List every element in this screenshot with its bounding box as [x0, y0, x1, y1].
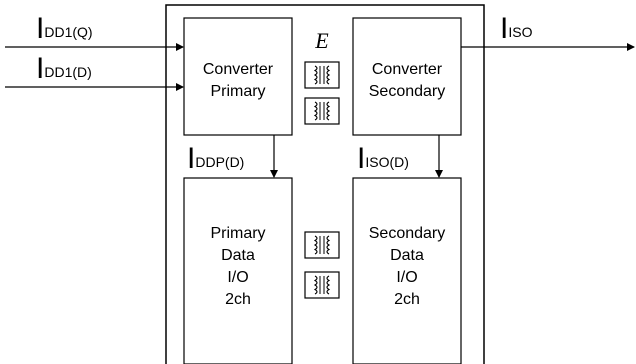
converter-secondary-line2: Secondary [369, 83, 446, 100]
secondary-data-io-block [352, 177, 462, 364]
converter-primary-line1: Converter [203, 61, 274, 78]
secondary-data-io-line2: Data [390, 247, 424, 264]
converter-primary-line2: Primary [210, 83, 265, 100]
converter-primary-block [183, 17, 293, 136]
secondary-data-io-line4: 2ch [394, 291, 420, 308]
transformer-icon [304, 97, 340, 125]
device-enclosure [165, 4, 485, 364]
label-idd1q: IDD1(Q) [36, 12, 93, 45]
secondary-data-io-line3: I/O [396, 269, 417, 286]
primary-data-io-line3: I/O [227, 269, 248, 286]
secondary-data-io-line1: Secondary [369, 225, 446, 242]
converter-secondary-block [352, 17, 462, 136]
label-isod: IISO(D) [357, 142, 409, 175]
transformer-icon [304, 231, 340, 259]
converter-secondary-line1: Converter [372, 61, 443, 78]
label-iso: IISO [500, 12, 533, 45]
primary-data-io-line2: Data [221, 247, 255, 264]
primary-data-io-line1: Primary [210, 225, 265, 242]
energy-symbol: E [314, 28, 329, 53]
label-idd1d: IDD1(D) [36, 52, 92, 85]
primary-data-io-line4: 2ch [225, 291, 251, 308]
transformer-icon [304, 61, 340, 89]
transformer-icon [304, 271, 340, 299]
primary-data-io-block [183, 177, 293, 364]
label-iddpd: IDDP(D) [187, 142, 244, 175]
